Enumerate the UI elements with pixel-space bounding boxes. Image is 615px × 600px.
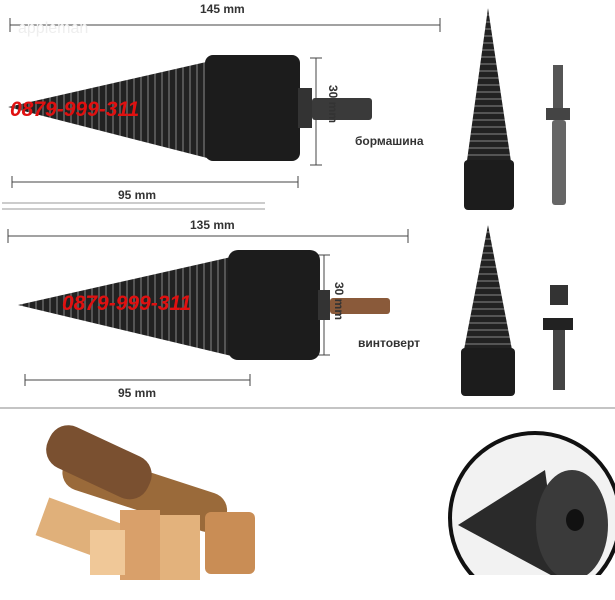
adapter-bottom xyxy=(550,285,568,305)
phone-number-top: 0879-999-311 xyxy=(10,98,140,121)
total-length-bottom: 135 mm xyxy=(190,218,235,232)
sds-shank-top xyxy=(312,98,372,120)
phone-number-bottom: 0879-999-311 xyxy=(62,292,192,315)
dimension-lines-bottom xyxy=(0,229,615,409)
cone-bit-top xyxy=(8,60,215,160)
firewood-image xyxy=(35,425,255,580)
diameter-bottom: 30 mm xyxy=(332,282,346,321)
cone-length-top: 95 mm xyxy=(118,188,157,202)
watermark: appleman xyxy=(18,20,89,37)
label-drill: бормашина xyxy=(355,134,424,148)
hex-shank-bottom xyxy=(330,298,390,314)
label-screwdriver: винтоверт xyxy=(358,336,420,350)
cone-vertical-top xyxy=(465,8,513,175)
total-length-top: 145 mm xyxy=(200,2,245,16)
diameter-top: 30 mm xyxy=(326,85,340,124)
dimension-lines-top xyxy=(2,18,441,210)
cone-vertical-bottom xyxy=(462,225,514,360)
cone-bit-bottom xyxy=(18,255,240,358)
adapter-top xyxy=(553,65,563,110)
cone-length-bottom: 95 mm xyxy=(118,386,157,400)
tip-closeup xyxy=(448,431,615,600)
